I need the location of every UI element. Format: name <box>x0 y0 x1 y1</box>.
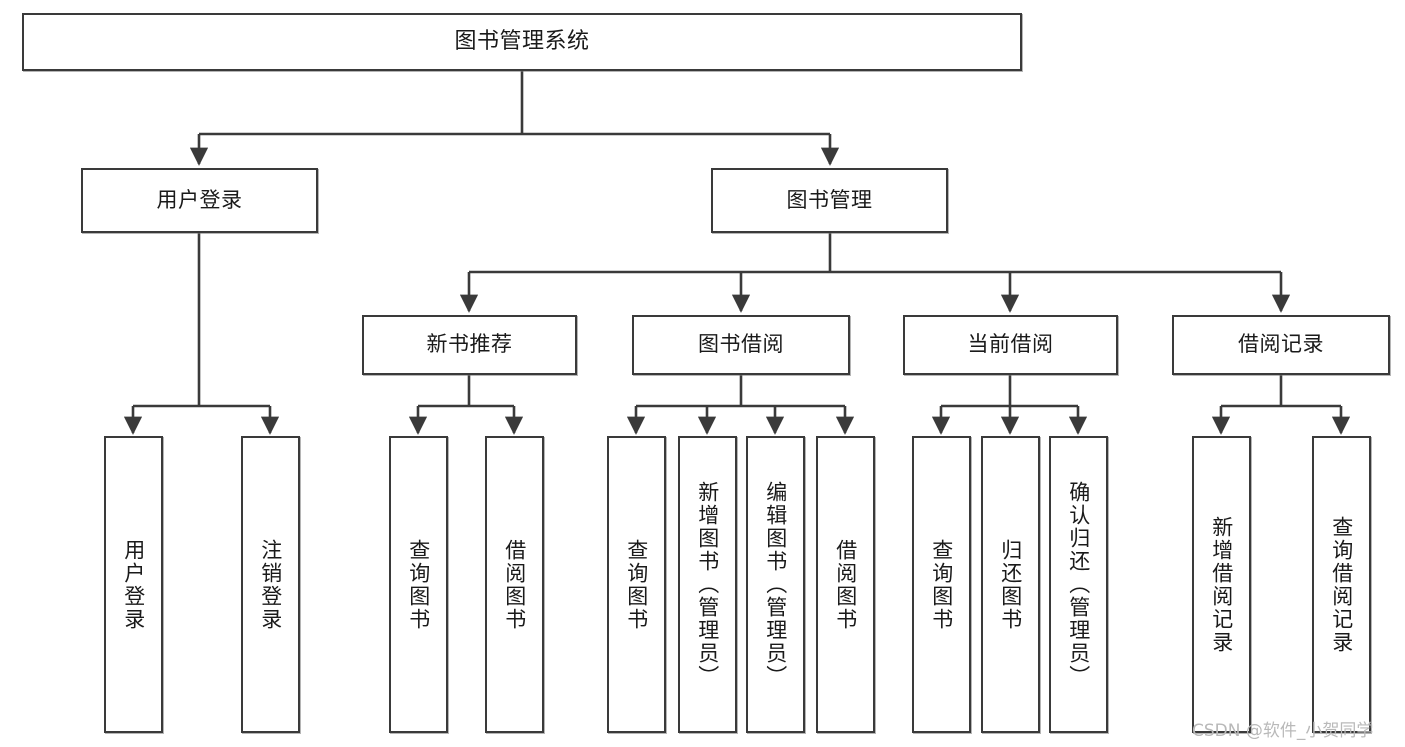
leaf-current-borrow-return-book[interactable]: 归还图书 <box>981 436 1040 733</box>
node-label: 图书借阅 <box>698 332 784 357</box>
node-label: 新书推荐 <box>426 332 513 357</box>
node-root-system[interactable]: 图书管理系统 <box>22 13 1022 71</box>
node-label: 图书管理系统 <box>454 28 590 54</box>
node-label: 确认归还（管理员） <box>1066 481 1091 688</box>
leaf-book-borrow-borrow-book[interactable]: 借阅图书 <box>816 436 875 733</box>
leaf-borrow-record-add-record[interactable]: 新增借阅记录 <box>1192 436 1251 733</box>
leaf-new-book-borrow-book[interactable]: 借阅图书 <box>485 436 544 733</box>
node-label: 注销登录 <box>258 538 283 631</box>
leaf-book-borrow-query-book[interactable]: 查询图书 <box>607 436 666 733</box>
node-label: 编辑图书（管理员） <box>763 481 788 688</box>
node-label: 当前借阅 <box>967 332 1054 357</box>
leaf-book-borrow-edit-book[interactable]: 编辑图书（管理员） <box>746 436 805 733</box>
node-label: 查询图书 <box>929 538 954 631</box>
node-book-management[interactable]: 图书管理 <box>711 168 948 233</box>
node-label: 图书管理 <box>786 187 873 212</box>
leaf-book-borrow-add-book[interactable]: 新增图书（管理员） <box>678 436 737 733</box>
csdn-watermark: CSDN @软件_小贺同学 <box>1192 721 1374 741</box>
leaf-current-borrow-query-book[interactable]: 查询图书 <box>912 436 971 733</box>
leaf-new-book-query-book[interactable]: 查询图书 <box>389 436 448 733</box>
node-label: 新增借阅记录 <box>1209 515 1234 654</box>
node-current-borrow[interactable]: 当前借阅 <box>903 315 1118 375</box>
node-borrow-record[interactable]: 借阅记录 <box>1172 315 1390 375</box>
leaf-user-login-logout[interactable]: 注销登录 <box>241 436 300 733</box>
node-user-login[interactable]: 用户登录 <box>81 168 318 233</box>
node-label: 用户登录 <box>121 538 146 631</box>
node-label: 查询借阅记录 <box>1329 515 1354 654</box>
node-label: 新增图书（管理员） <box>695 481 720 688</box>
node-label: 借阅图书 <box>502 538 527 631</box>
node-label: 归还图书 <box>998 538 1023 631</box>
node-label: 查询图书 <box>624 538 649 631</box>
leaf-current-borrow-confirm-return[interactable]: 确认归还（管理员） <box>1049 436 1108 733</box>
node-new-book-recommend[interactable]: 新书推荐 <box>362 315 577 375</box>
leaf-user-login-login[interactable]: 用户登录 <box>104 436 163 733</box>
node-label: 借阅图书 <box>833 538 858 631</box>
node-label: 借阅记录 <box>1238 332 1324 357</box>
node-label: 用户登录 <box>156 187 243 212</box>
node-label: 查询图书 <box>406 538 431 631</box>
node-book-borrow[interactable]: 图书借阅 <box>632 315 850 375</box>
leaf-borrow-record-query-record[interactable]: 查询借阅记录 <box>1312 436 1371 733</box>
